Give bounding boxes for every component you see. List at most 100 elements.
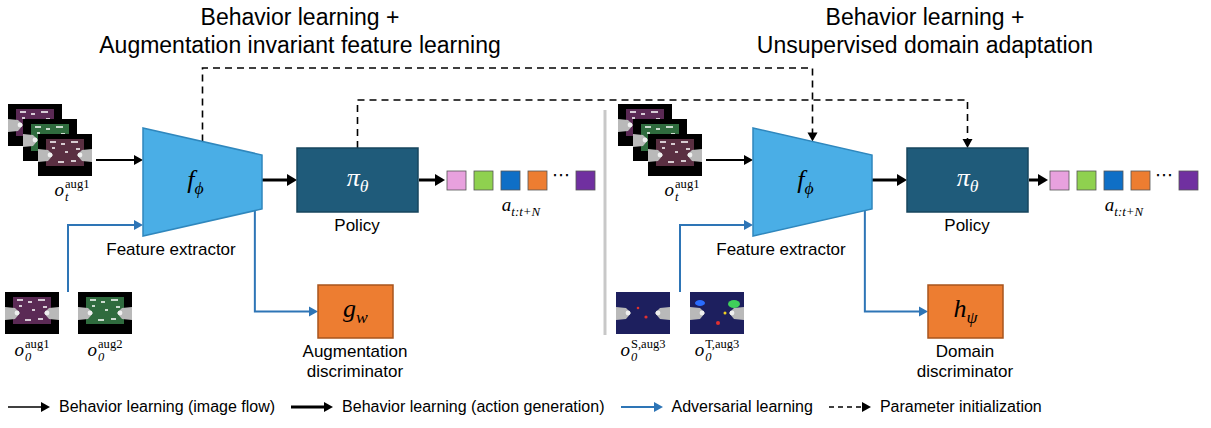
connector xyxy=(262,174,297,186)
box-shape xyxy=(297,148,418,212)
illustration-part xyxy=(648,134,702,176)
connector xyxy=(865,211,928,317)
subscript: ϕ xyxy=(805,178,814,198)
legend-arrow-head xyxy=(41,402,50,412)
trapezoid-shape xyxy=(143,128,262,236)
panel-separator xyxy=(604,110,607,335)
math-base: π xyxy=(957,163,970,192)
illustration-part xyxy=(648,149,702,162)
shape-caption: Feature extractor xyxy=(716,240,845,260)
math-base: o xyxy=(621,339,631,360)
arrow-head xyxy=(1038,174,1048,186)
math-symbol: πθ xyxy=(347,165,369,196)
connector-line xyxy=(262,179,288,182)
legend-line xyxy=(829,406,863,408)
subscript: 0 xyxy=(631,351,665,364)
superscript: T,aug3 xyxy=(705,338,739,351)
illustration-part xyxy=(5,307,59,320)
legend-arrow-head xyxy=(654,402,663,412)
script-stack: 0aug2 xyxy=(98,338,122,364)
panel-heading: Augmentation invariant feature learning xyxy=(99,32,500,60)
connector xyxy=(255,211,318,317)
symbol-holder: gw xyxy=(318,285,393,338)
image-label: o0T,aug3 xyxy=(695,338,740,364)
symbol-holder: fϕ xyxy=(143,128,262,236)
math-symbol: πθ xyxy=(957,165,979,196)
superscript: aug1 xyxy=(675,178,699,191)
subscript: θ xyxy=(970,176,979,196)
action-tokens xyxy=(1050,171,1198,190)
superscript: aug1 xyxy=(65,178,89,191)
connector xyxy=(358,100,973,148)
shape-caption: Policy xyxy=(944,216,989,236)
legend-line xyxy=(8,406,42,408)
subscript: t:t+N xyxy=(511,204,540,219)
target-domain-image xyxy=(690,292,744,334)
arrow-head xyxy=(963,139,973,148)
math-symbol: fϕ xyxy=(797,167,813,198)
legend-text: Parameter initialization xyxy=(880,398,1042,416)
illustration-part xyxy=(690,307,744,320)
arrow-head xyxy=(134,220,143,230)
trapezoid-shape xyxy=(753,128,872,236)
superscript: aug1 xyxy=(25,338,49,351)
action-arrow xyxy=(419,179,436,182)
arrow-head xyxy=(744,220,753,230)
illustration-part xyxy=(616,292,670,334)
illustration-part xyxy=(447,171,466,190)
script-stack: 0S,aug3 xyxy=(631,338,665,364)
illustration-part xyxy=(1179,171,1198,190)
illustration-part xyxy=(616,307,670,320)
illustration-part xyxy=(656,139,694,166)
subscript: w xyxy=(356,307,368,327)
subscript: t:t+N xyxy=(1114,204,1143,219)
illustration-part xyxy=(38,149,92,162)
subscript: t xyxy=(675,191,699,204)
subscript: ϕ xyxy=(195,178,204,198)
arrow-head xyxy=(435,174,445,186)
arrow-head xyxy=(897,174,907,186)
source-domain-image xyxy=(616,292,670,334)
augmented-image xyxy=(5,292,59,334)
subscript: 0 xyxy=(25,351,49,364)
illustration-part xyxy=(501,171,520,190)
panel-heading: Behavior learning + xyxy=(201,4,400,32)
connector-line xyxy=(865,211,920,312)
illustration-part xyxy=(716,321,720,325)
legend-text: Adversarial learning xyxy=(672,398,813,416)
illustration-part xyxy=(1050,171,1069,190)
image-label: otaug1 xyxy=(665,178,700,204)
illustration-part xyxy=(13,297,51,324)
legend-sample xyxy=(619,400,665,414)
action-label: at:t+N xyxy=(502,194,540,219)
subscript: t xyxy=(65,191,89,204)
policy-box: πθPolicy xyxy=(907,148,1028,212)
math-base: π xyxy=(347,163,360,192)
math-base: o xyxy=(665,179,675,200)
illustration-part xyxy=(78,307,132,320)
action-label: at:t+N xyxy=(1105,194,1143,219)
legend-sample xyxy=(827,400,873,414)
math-symbol: hψ xyxy=(954,296,978,327)
feature-extractor: fϕFeature extractor xyxy=(143,128,262,236)
connector-line xyxy=(358,100,968,148)
connector xyxy=(872,174,907,186)
script-stack: 0T,aug3 xyxy=(705,338,739,364)
box-shape xyxy=(928,285,1003,338)
math-base: g xyxy=(343,294,356,323)
illustration-part xyxy=(690,292,744,334)
box-shape xyxy=(318,285,393,338)
symbol-holder: πθ xyxy=(297,148,418,212)
image-label: o0aug1 xyxy=(15,338,50,364)
discriminator-box: hψDomain discriminator xyxy=(928,285,1003,338)
illustration-part xyxy=(46,139,84,166)
math-base: o xyxy=(88,339,98,360)
legend-item: Behavior learning (action generation) xyxy=(289,398,604,416)
subscript: 0 xyxy=(98,351,122,364)
script-stack: 0aug1 xyxy=(25,338,49,364)
image-label: o0S,aug3 xyxy=(621,338,666,364)
connector-line xyxy=(203,68,813,142)
arrow-head xyxy=(287,174,297,186)
connector xyxy=(203,68,818,142)
